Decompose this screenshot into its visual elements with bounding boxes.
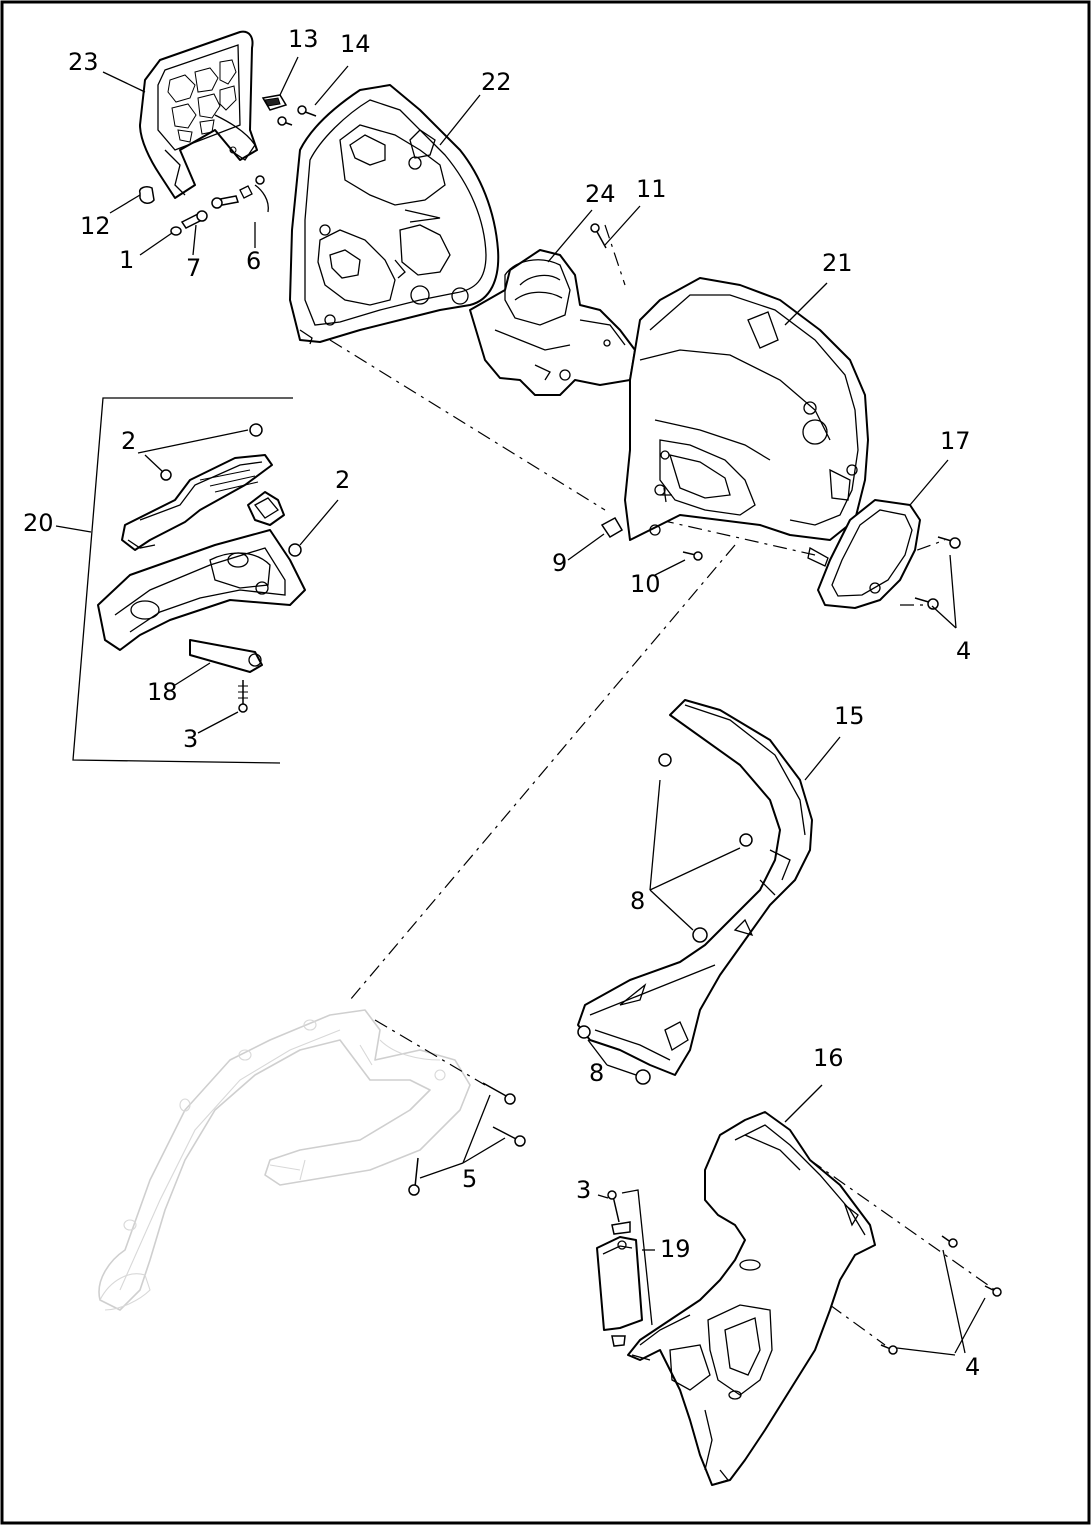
hardware-13-14	[261, 94, 317, 126]
part-15-lower-panel	[577, 699, 813, 1085]
callout-1: 1	[119, 246, 134, 274]
callout-24: 24	[585, 180, 616, 208]
part-1-washer	[170, 226, 182, 236]
callout-21: 21	[822, 249, 853, 277]
part-5-screw-c	[414, 1157, 419, 1188]
callout-17: 17	[940, 427, 971, 455]
part-8-grommet-e	[635, 1069, 651, 1085]
callout-2-a: 2	[121, 427, 136, 455]
callout-5: 5	[462, 1165, 477, 1193]
callout-23: 23	[68, 48, 99, 76]
part-8-grommet-a	[658, 753, 672, 767]
callout-4-b: 4	[965, 1353, 980, 1381]
part-21-outer-fairing	[624, 277, 869, 541]
part-5-screw-a	[482, 1082, 509, 1098]
callout-6: 6	[246, 247, 261, 275]
callout-18: 18	[147, 678, 178, 706]
part-22-inner-fairing	[289, 84, 500, 345]
part-11-screw	[595, 229, 607, 249]
callout-3-a: 3	[183, 725, 198, 753]
callout-15: 15	[834, 702, 865, 730]
part-18-lever	[189, 639, 263, 673]
part-5-screws	[408, 1082, 526, 1196]
alignment-lines	[329, 224, 996, 1346]
callout-4-a: 4	[956, 637, 971, 665]
part-12-clip	[138, 186, 155, 204]
part-2-screw-b	[160, 469, 172, 481]
callout-3-b: 3	[576, 1176, 591, 1204]
hardware-12-1-7-6	[138, 175, 269, 236]
callout-2-b: 2	[335, 466, 350, 494]
part-8-grommet-b	[739, 833, 753, 847]
part-23-vent-grille	[139, 30, 258, 199]
part-3-screw-b	[612, 1195, 620, 1223]
callout-20: 20	[23, 509, 54, 537]
part-8-grommet-c	[692, 927, 708, 943]
part-2-screw-a	[249, 423, 263, 437]
callout-9: 9	[552, 549, 567, 577]
part-9-grommet	[600, 516, 624, 539]
part-17-cover	[807, 499, 921, 609]
part-5-screw-b	[492, 1126, 519, 1141]
callout-10: 10	[630, 570, 661, 598]
callout-13: 13	[288, 25, 319, 53]
hardware-9-10-4	[600, 516, 961, 610]
callout-11: 11	[636, 175, 667, 203]
part-4-screws-lower	[880, 1235, 1002, 1355]
callout-7: 7	[186, 254, 201, 282]
callout-19: 19	[660, 1235, 691, 1263]
callout-22: 22	[481, 68, 512, 96]
callout-12: 12	[80, 212, 111, 240]
part-20-bracket-assembly	[72, 397, 306, 764]
part-19-door	[596, 1189, 653, 1347]
leader-lines	[55, 56, 986, 1356]
callout-14: 14	[340, 30, 371, 58]
frame-tube-ghost	[98, 1009, 471, 1311]
part-16-lower-fairing	[627, 1111, 876, 1486]
callout-numbers: 23 13 14 22 12 1 7 6 24 11 21 2 2 20 17 …	[23, 25, 980, 1381]
callout-16: 16	[813, 1044, 844, 1072]
part-8-grommet-d	[577, 1025, 591, 1039]
callout-8-a: 8	[630, 887, 645, 915]
part-2-screw-c	[288, 543, 302, 557]
callout-8-b: 8	[589, 1059, 604, 1087]
